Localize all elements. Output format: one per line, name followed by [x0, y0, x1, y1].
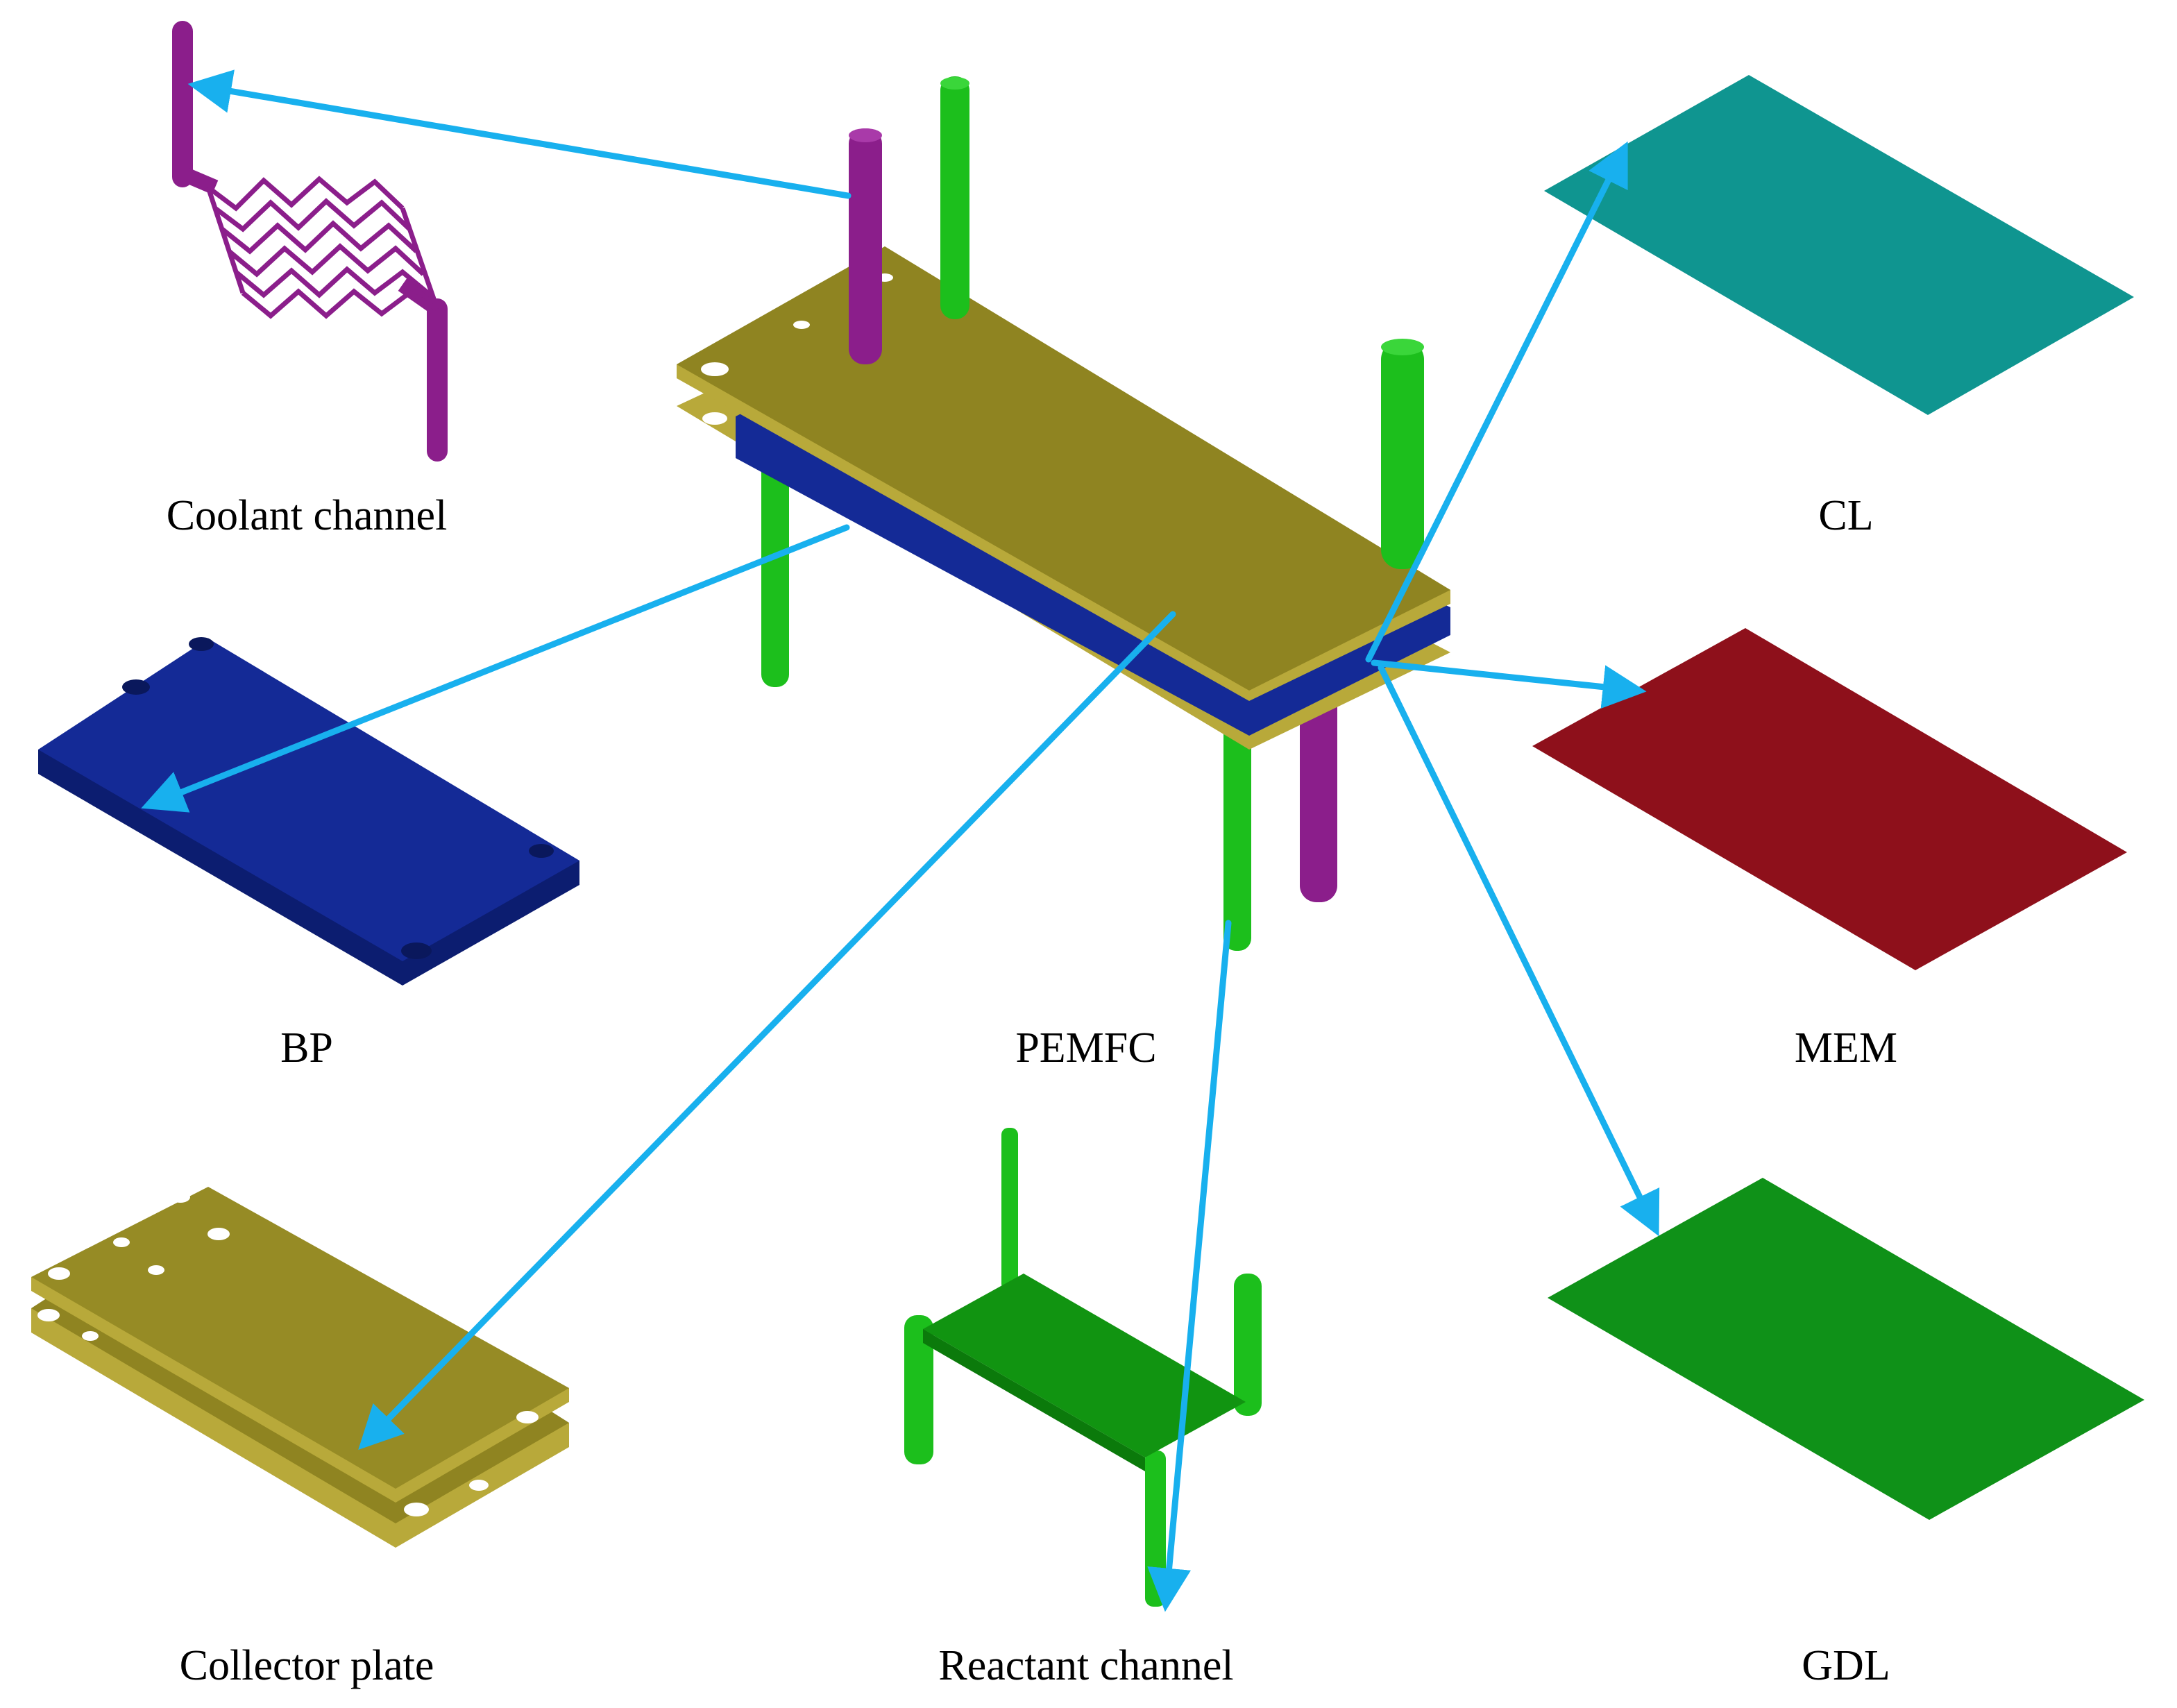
label-reactant-channel: Reactant channel	[938, 1642, 1233, 1689]
callout-arrows	[141, 69, 1660, 1612]
arrow-to-coolant-channel	[187, 69, 852, 199]
coolant-channel-part	[172, 21, 448, 462]
pemfc-assembly	[677, 76, 1450, 951]
cl-layer	[1544, 75, 2134, 415]
arrow-to-collector-plate	[358, 611, 1176, 1451]
label-collector-plate: Collector plate	[180, 1642, 434, 1689]
label-gdl: GDL	[1802, 1642, 1890, 1689]
gdl-layer	[1548, 1178, 2144, 1520]
arrow-to-cl	[1365, 141, 1628, 663]
label-coolant-channel: Coolant channel	[167, 492, 448, 539]
reactant-channel-part	[904, 1128, 1262, 1607]
label-bp: BP	[280, 1024, 333, 1072]
arrow-to-reactant-channel	[1147, 920, 1232, 1612]
label-cl: CL	[1818, 492, 1873, 539]
bp-part	[38, 637, 579, 986]
mem-layer	[1532, 628, 2127, 970]
arrow-to-gdl	[1378, 664, 1660, 1237]
arrow-to-mem	[1371, 659, 1647, 709]
label-pemfc: PEMFC	[1015, 1024, 1156, 1072]
arrow-to-bp	[141, 524, 850, 813]
collector-plate-part	[31, 1187, 569, 1548]
label-mem: MEM	[1795, 1024, 1897, 1072]
